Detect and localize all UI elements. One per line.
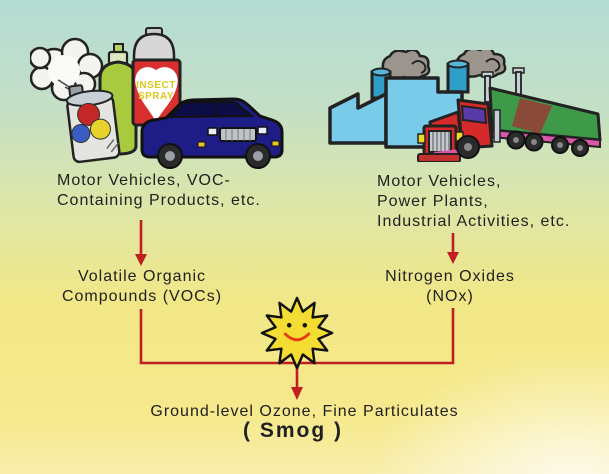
label-line: Power Plants, xyxy=(377,193,489,210)
arrowhead-result xyxy=(291,387,303,400)
label-result: Ground-level Ozone, Fine Particulates xyxy=(150,403,459,420)
label-voc-sources: Motor Vehicles, VOC- Containing Products… xyxy=(57,171,261,211)
truck-icon xyxy=(417,67,602,162)
sun-smile xyxy=(283,332,311,342)
insect-spray-label-line2: SPRAY xyxy=(138,91,174,102)
voc-sources-illustration: INSECT SPRAY xyxy=(30,27,284,169)
label-line: (NOx) xyxy=(426,288,474,305)
arrowhead-left xyxy=(135,254,147,266)
arrowhead-right xyxy=(447,252,459,264)
label-line: Motor Vehicles, xyxy=(377,173,502,190)
label-line: Compounds (VOCs) xyxy=(61,288,223,305)
label-line: Containing Products, etc. xyxy=(57,192,261,209)
sun-eye-left xyxy=(286,323,292,328)
label-line: Nitrogen Oxides xyxy=(385,268,515,285)
nox-sources-illustration xyxy=(328,50,602,162)
insect-spray-can-icon: INSECT SPRAY xyxy=(131,27,182,127)
car-icon xyxy=(140,97,284,169)
label-voc: Volatile Organic Compounds (VOCs) xyxy=(42,267,242,307)
sun-eye-right xyxy=(302,323,308,328)
sun-icon xyxy=(260,296,334,370)
label-nox-sources: Motor Vehicles, Power Plants, Industrial… xyxy=(377,172,570,232)
label-line: Industrial Activities, etc. xyxy=(377,213,571,230)
label-line: Volatile Organic xyxy=(77,268,207,285)
paint-spray-can-icon xyxy=(57,79,121,164)
label-smog: ( Smog ) xyxy=(243,419,343,442)
label-line: Motor Vehicles, VOC- xyxy=(57,172,231,189)
insect-spray-label-line1: INSECT xyxy=(136,80,176,91)
label-nox: Nitrogen Oxides (NOx) xyxy=(350,267,550,307)
